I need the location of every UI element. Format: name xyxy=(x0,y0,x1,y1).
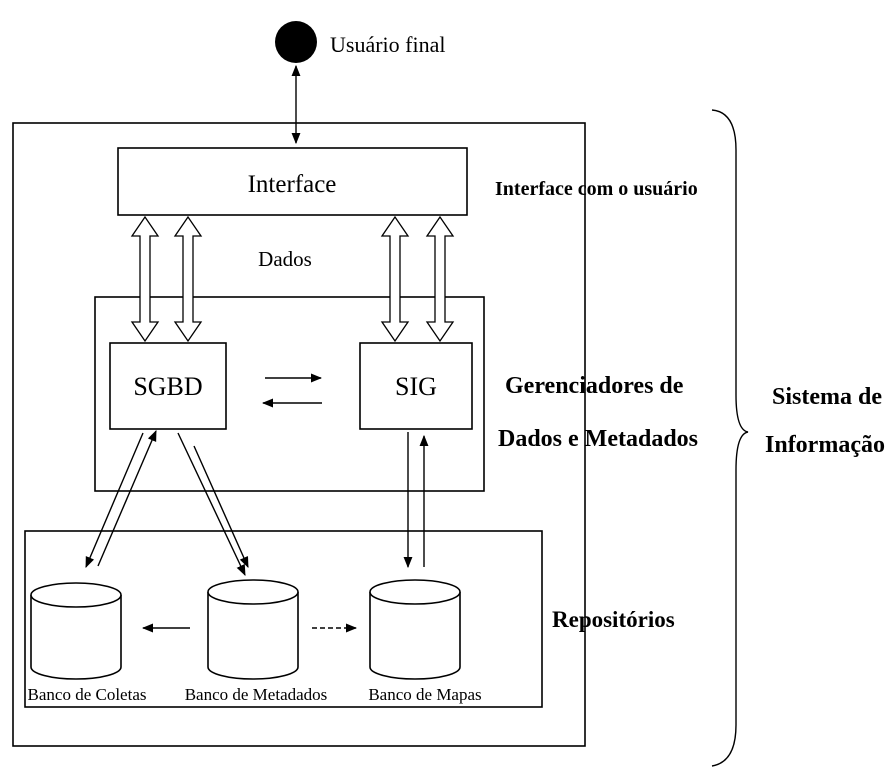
bank-maps-cylinder xyxy=(369,579,461,680)
system-boundary-box xyxy=(12,122,586,747)
system-label-line1: Sistema de xyxy=(772,384,882,410)
managers-label-line1: Gerenciadores de xyxy=(505,373,684,399)
system-label-line2: Informação xyxy=(765,432,885,458)
sgbd-to-metadata-arrow-a xyxy=(177,432,246,577)
bank-metadata-label: Banco de Metadados xyxy=(185,685,328,704)
repositories-label: Repositórios xyxy=(552,607,675,632)
bank-collections-label: Banco de Coletas xyxy=(28,685,147,704)
end-user-node xyxy=(275,21,317,63)
bank-collections-cylinder xyxy=(30,582,122,680)
interface-layer-label: Interface com o usuário xyxy=(495,178,698,200)
bank-maps-label: Banco de Mapas xyxy=(368,685,481,704)
sgbd-to-metadata-arrow-b xyxy=(193,445,249,569)
sgbd-box xyxy=(109,342,227,430)
bank-metadata-cylinder xyxy=(207,579,299,680)
double-arrow-icon xyxy=(130,215,160,343)
repositories-box xyxy=(24,530,543,708)
sgbd-label: SGBD xyxy=(133,372,202,401)
sgbd-to-collections-arrow xyxy=(85,432,144,569)
end-user-label: Usuário final xyxy=(330,32,445,57)
double-arrow-icon xyxy=(173,215,203,343)
interface-label: Interface xyxy=(248,171,337,198)
double-arrow-icon xyxy=(380,215,410,343)
data-flow-arrows xyxy=(130,215,455,343)
sig-label: SIG xyxy=(395,372,437,401)
managers-label-line2: Dados e Metadados xyxy=(498,426,698,452)
managers-box xyxy=(94,296,485,492)
system-brace xyxy=(711,109,749,767)
interface-box xyxy=(117,147,468,216)
data-label: Dados xyxy=(258,247,312,271)
sig-box xyxy=(359,342,473,430)
collections-to-sgbd-arrow xyxy=(97,429,157,567)
double-arrow-icon xyxy=(425,215,455,343)
